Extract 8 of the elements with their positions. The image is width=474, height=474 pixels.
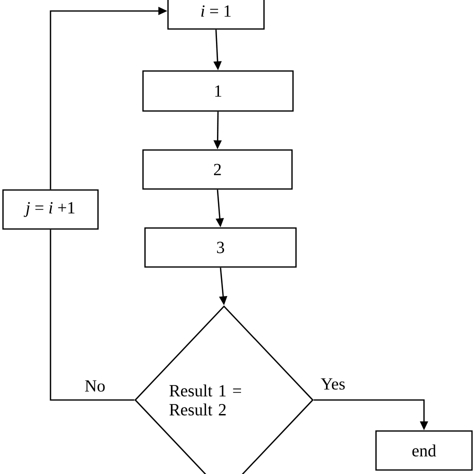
- process-box: 3: [144, 227, 297, 268]
- process-box: end: [375, 430, 473, 471]
- process-box: j = i +1: [2, 189, 99, 230]
- edge-label: Yes: [320, 377, 346, 391]
- process-box: 2: [142, 149, 293, 190]
- process-box: i = 1: [167, 0, 265, 30]
- process-box: 1: [142, 70, 294, 112]
- edge-label: No: [84, 379, 106, 393]
